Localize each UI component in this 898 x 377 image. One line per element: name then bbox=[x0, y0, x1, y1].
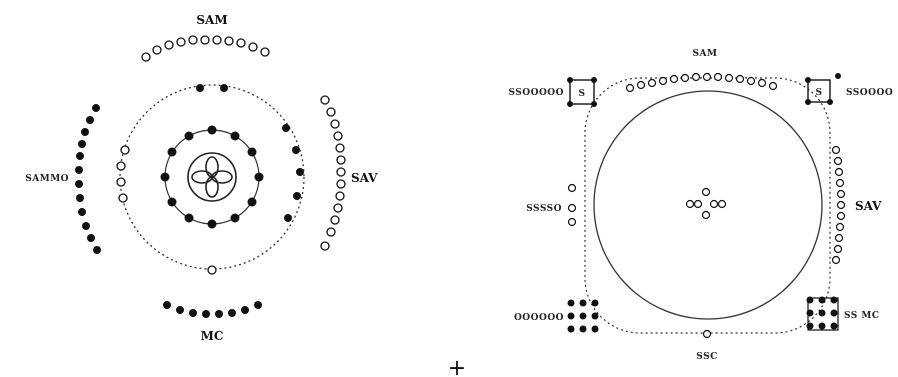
left-diagram: SAM SAV MC SAMMO bbox=[25, 13, 378, 343]
left-core-ring bbox=[187, 152, 237, 202]
right-label-bottom-left: OOOOOO bbox=[514, 313, 564, 323]
right-node-top-right: S bbox=[805, 73, 841, 105]
right-label-right: SAV bbox=[855, 199, 882, 213]
right-left-dots bbox=[567, 183, 577, 227]
left-inner-ring-dots bbox=[160, 125, 264, 229]
left-label-top: SAM bbox=[196, 13, 227, 27]
left-left-dot-arc bbox=[75, 104, 101, 254]
left-right-dot-arc bbox=[320, 95, 346, 251]
left-label-bottom: MC bbox=[201, 329, 224, 343]
right-node-top-left-letter: S bbox=[579, 89, 586, 99]
left-top-dot-arc bbox=[141, 35, 270, 62]
right-label-top-right: SSOOOO bbox=[846, 88, 893, 98]
right-label-bottom: SSC bbox=[696, 352, 717, 362]
right-right-dot-column bbox=[831, 145, 846, 265]
right-node-bottom-right bbox=[806, 296, 839, 331]
right-node-top-left: S bbox=[567, 77, 597, 107]
left-bottom-dot-row bbox=[163, 301, 262, 318]
right-inner-circle bbox=[593, 90, 823, 320]
right-top-dot-row bbox=[625, 72, 778, 93]
right-label-top-left: SSOOOOO bbox=[508, 88, 564, 98]
right-dotted-frame bbox=[584, 77, 831, 334]
right-label-top: SAM bbox=[693, 49, 718, 59]
right-node-top-right-letter: S bbox=[816, 88, 823, 98]
left-label-left: SAMMO bbox=[25, 174, 69, 184]
right-node-bottom-left bbox=[567, 299, 599, 333]
right-bottom-dot bbox=[702, 329, 712, 339]
left-core-cross bbox=[191, 156, 233, 198]
right-label-left: SSSSO bbox=[526, 204, 562, 214]
right-center-cross bbox=[685, 187, 727, 220]
left-outer-ring bbox=[119, 84, 305, 270]
right-label-bottom-right: SS MC bbox=[844, 311, 880, 321]
plus-sign: + bbox=[448, 356, 466, 377]
left-label-right: SAV bbox=[351, 171, 378, 185]
right-diagram: S S SAM SAV SSC SSOO bbox=[508, 49, 893, 362]
left-outer-ring-dots bbox=[116, 84, 304, 275]
